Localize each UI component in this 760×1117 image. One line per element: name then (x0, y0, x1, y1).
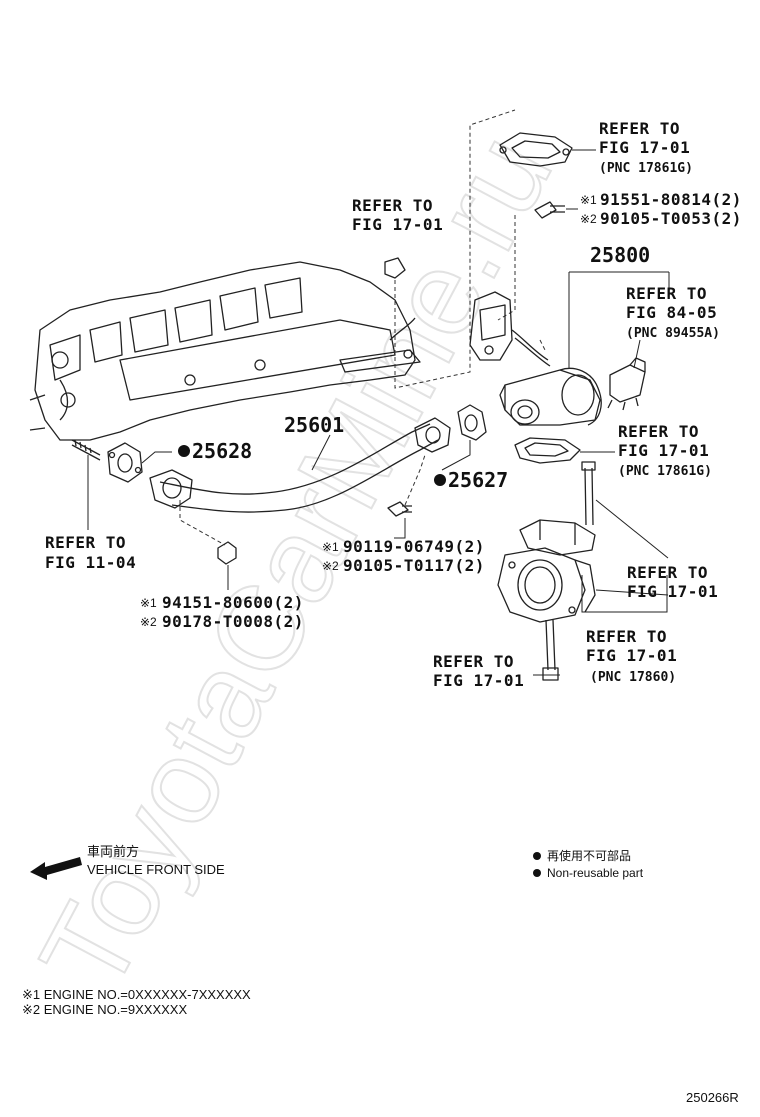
nut-drawing (217, 541, 237, 565)
diagram-id: 250266R (686, 1090, 739, 1105)
gasket-25627-drawing (457, 404, 487, 441)
non-reusable-legend-dot-jp (533, 852, 541, 860)
bolt3-partno2: 90178-T0008(2) (162, 612, 304, 631)
ref-fig-2: FIG 17-01 (352, 215, 443, 234)
ref-label-7: REFER TO (586, 627, 667, 646)
ref-pnc-3: (PNC 89455A) (626, 326, 720, 341)
ref-fig-1: FIG 17-01 (599, 138, 690, 157)
bolt3-partno1: 94151-80600(2) (162, 593, 304, 612)
egr-housing-drawing (497, 519, 596, 623)
part-number-25627: 25627 (448, 468, 508, 492)
engine-note-2: ※2 ENGINE NO.=9XXXXXX (22, 1002, 187, 1017)
non-reusable-dot-25627 (434, 474, 446, 486)
bolt1-mark1: ※1 (580, 193, 597, 207)
ref-fig-6: FIG 17-01 (627, 582, 718, 601)
bolt1-partno1: 91551-80814(2) (600, 190, 742, 209)
ref-fig-3: FIG 84-05 (626, 303, 717, 322)
ref-fig-7: FIG 17-01 (586, 646, 677, 665)
ref-pnc-7: (PNC 17860) (590, 670, 676, 685)
bolt2-partno1: 90119-06749(2) (343, 537, 485, 556)
bolt1-partno2: 90105-T0053(2) (600, 209, 742, 228)
ref-label-8: REFER TO (433, 652, 514, 671)
bolt2-mark1: ※1 (322, 540, 339, 554)
long-stud-drawing (581, 461, 596, 526)
bolt3-mark2: ※2 (140, 615, 157, 629)
non-reusable-jp: 再使用不可部品 (547, 848, 631, 863)
bolt2-partno2: 90105-T0117(2) (343, 556, 485, 575)
egr-valve-drawing (469, 291, 602, 426)
non-reusable-en: Non-reusable part (547, 866, 644, 880)
bolt3-mark1: ※1 (140, 596, 157, 610)
ref-label-2: REFER TO (352, 196, 433, 215)
ref-fig-5: FIG 11-04 (45, 553, 136, 572)
gasket-middle-drawing (514, 437, 581, 464)
ref-label-3: REFER TO (626, 284, 707, 303)
gasket-25628-drawing (107, 442, 143, 483)
engine-note-1: ※1 ENGINE NO.=0XXXXXX-7XXXXXX (22, 987, 251, 1002)
ref-label-4: REFER TO (618, 422, 699, 441)
non-reusable-dot-25628 (178, 445, 190, 457)
egr-pipe-drawing (149, 417, 451, 513)
intake-manifold-drawing (29, 257, 421, 441)
bolt1-mark2: ※2 (580, 212, 597, 226)
sensor-drawing (607, 357, 646, 411)
front-arrow-icon (30, 857, 82, 880)
gasket-top-drawing (499, 132, 573, 167)
vehicle-front-en: VEHICLE FRONT SIDE (87, 862, 225, 877)
part-number-25601: 25601 (284, 413, 344, 437)
ref-label-6: REFER TO (627, 563, 708, 582)
ref-fig-8: FIG 17-01 (433, 671, 524, 690)
ref-pnc-4: (PNC 17861G) (618, 464, 712, 479)
non-reusable-legend-dot-en (533, 869, 541, 877)
bolt-lower-drawing (542, 619, 559, 681)
stud-bolt-drawing (71, 439, 101, 461)
vehicle-front-jp: 車両前方 (87, 844, 139, 859)
bolt-top-drawing (534, 201, 565, 219)
bolt-middle-drawing (387, 501, 412, 517)
bolt2-mark2: ※2 (322, 559, 339, 573)
part-number-25628: 25628 (192, 439, 252, 463)
part-number-25800: 25800 (590, 243, 650, 267)
ref-fig-4: FIG 17-01 (618, 441, 709, 460)
ref-label-1: REFER TO (599, 119, 680, 138)
ref-pnc-1: (PNC 17861G) (599, 161, 693, 176)
ref-label-5: REFER TO (45, 533, 126, 552)
